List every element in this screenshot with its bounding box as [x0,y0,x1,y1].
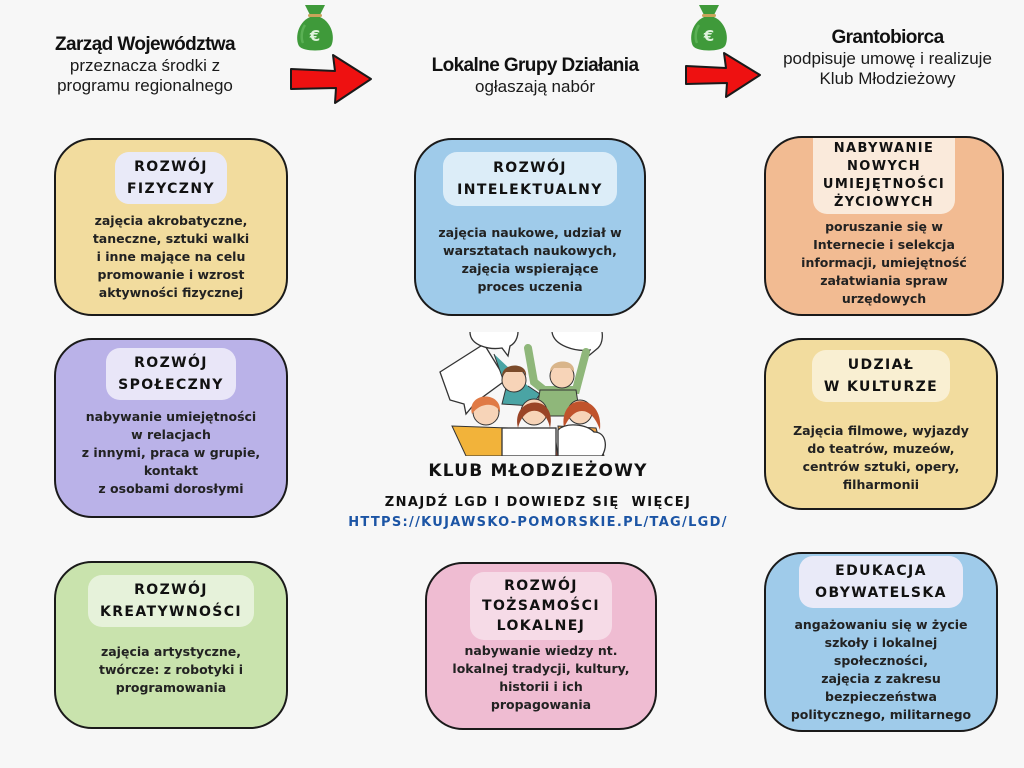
card-description: zajęcia artystyczne, twórcze: z robotyki… [98,644,244,695]
club-title: KLUB MŁODZIEŻOWY [428,461,648,481]
lgd-link[interactable]: HTTPS://KUJAWSKO-POMORSKIE.PL/TAG/LGD/ [348,515,728,530]
card-rozwoj-intelektualny: ROZWÓJ INTELEKTUALNY zajęcia naukowe, ud… [414,138,646,316]
step-title: Grantobiorca [831,27,944,48]
card-description: nabywanie umiejętności w relacjach z inn… [81,409,261,496]
card-title: ROZWÓJ INTELEKTUALNY [443,152,617,206]
step-subtitle: przeznacza środki z [69,56,221,75]
svg-text:€: € [309,27,320,45]
card-rozwoj-fizyczny: ROZWÓJ FIZYCZNY zajęcia akrobatyczne, ta… [54,138,288,316]
card-title: UDZIAŁ W KULTURZE [811,350,951,402]
card-description: poruszanie się w Internecie i selekcja i… [801,219,967,306]
step-subtitle: programu regionalnego [57,76,233,95]
card-edukacja-obywatelska: EDUKACJA OBYWATELSKA angażowaniu się w ż… [764,552,998,732]
card-description: angażowaniu się w życie szkoły i lokalne… [790,617,972,722]
step-title: Zarząd Województwa [55,34,236,55]
card-description: zajęcia akrobatyczne, taneczne, sztuki w… [92,213,250,300]
card-description: Zajęcia filmowe, wyjazdy do teatrów, muz… [793,423,969,492]
card-title: ROZWÓJ SPOŁECZNY [106,348,236,400]
card-title: ROZWÓJ FIZYCZNY [114,152,228,204]
card-description: nabywanie wiedzy nt. lokalnej tradycji, … [452,643,630,712]
card-rozwoj-spoleczny: ROZWÓJ SPOŁECZNY nabywanie umiejętności … [54,338,288,518]
svg-text:€: € [703,27,714,45]
money-bag-euro-icon: € [687,3,731,53]
money-bag-euro-icon: € [293,3,337,53]
card-rozwoj-tozsamosci-lokalnej: ROZWÓJ TOŻSAMOŚCI LOKALNEJ nabywanie wie… [425,562,657,730]
card-nabywanie-umiejetnosci: NABYWANIE NOWYCH UMIEJĘTNOŚCI ŻYCIOWYCH … [764,136,1004,316]
card-description: zajęcia naukowe, udział w warsztatach na… [438,225,622,294]
step-zarzad-wojewodztwa: Zarząd Województwa przeznacza środki z p… [10,34,280,96]
step-title: Lokalne Grupy Działania [431,55,639,76]
step-subtitle: Klub Młodzieżowy [819,69,956,88]
cta-text: ZNAJDŹ LGD I DOWIEDZ SIĘ WIĘCEJ [384,495,692,510]
card-rozwoj-kreatywnosci: ROZWÓJ KREATYWNOŚCI zajęcia artystyczne,… [54,561,288,729]
card-title: ROZWÓJ KREATYWNOŚCI [87,575,255,627]
step-subtitle: podpisuje umowę i realizuje [783,49,992,68]
card-title: EDUKACJA OBYWATELSKA [799,556,963,608]
right-arrow-icon [683,50,763,100]
step-grantobiorca: Grantobiorca podpisuje umowę i realizuje… [755,27,1020,89]
card-title: NABYWANIE NOWYCH UMIEJĘTNOŚCI ŻYCIOWYCH [812,138,956,214]
right-arrow-icon [288,52,374,106]
card-title: ROZWÓJ TOŻSAMOŚCI LOKALNEJ [470,572,612,640]
group-illustration [436,331,630,457]
step-lokalne-grupy-dzialania: Lokalne Grupy Działania ogłaszają nabór [385,55,685,97]
card-udzial-w-kulturze: UDZIAŁ W KULTURZE Zajęcia filmowe, wyjaz… [764,338,998,510]
step-subtitle: ogłaszają nabór [474,77,596,96]
